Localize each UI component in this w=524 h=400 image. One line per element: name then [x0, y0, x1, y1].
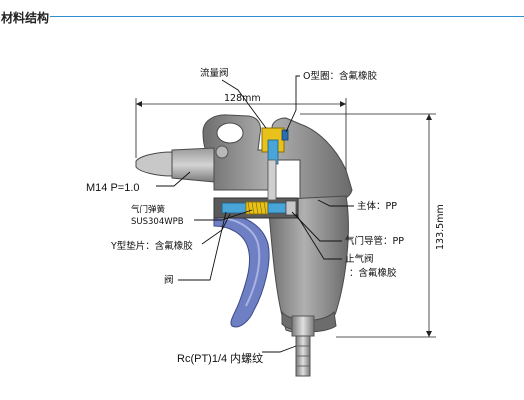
header-divider: [50, 16, 524, 17]
label-valve-spring: 气门弹簧: [131, 204, 166, 215]
label-check-valve: 止气阀: [345, 253, 374, 265]
trigger-inner: [217, 217, 261, 307]
label-y-gasket: Y型垫片：含氟橡胶: [110, 240, 193, 252]
width-dimension: 128mm: [135, 93, 347, 170]
label-o-ring: O型圈：含氟橡胶: [303, 70, 377, 82]
nozzle-tip: [135, 151, 173, 177]
hanger-hole: [216, 122, 244, 144]
inlet-fitting: [291, 315, 315, 377]
fitting-nut: [291, 315, 315, 337]
label-valve: 阀: [164, 274, 174, 286]
trigger-lever: [213, 213, 270, 328]
label-nozzle-thread: M14 P=1.0: [86, 182, 140, 194]
valve-stem: [221, 202, 247, 214]
valve-seat: [267, 202, 287, 214]
callouts: 流量阀 O型圈：含氟橡胶 M14 P=1.0 气门弹簧 SUS304WPB Y型…: [86, 67, 404, 365]
barrel-screw: [215, 145, 229, 159]
spring-coils: [247, 201, 267, 215]
label-spring-material: SUS304WPB: [131, 217, 184, 227]
width-label: 128mm: [224, 93, 261, 104]
section-title: 材料结构: [1, 11, 50, 25]
o-ring-part: [281, 129, 289, 141]
fitting-ridges: [296, 345, 310, 367]
flow-valve-assembly: [261, 127, 289, 201]
valve-cap: [285, 200, 297, 216]
height-dimension: 133.5mm: [300, 113, 446, 338]
label-inlet-thread: Rc(PT)1/4 内螺纹: [177, 351, 263, 365]
barrel: [171, 147, 215, 183]
label-flow-valve: 流量阀: [200, 67, 229, 79]
trigger: [213, 213, 270, 328]
guide-tube: [267, 159, 277, 201]
label-air-guide-tube: 气门导管：PP: [345, 235, 404, 247]
section-header: 材料结构: [0, 0, 524, 30]
valve-assembly: [213, 197, 299, 219]
height-label: 133.5mm: [435, 204, 446, 250]
label-check-valve-material: ：含氟橡胶: [349, 267, 397, 279]
label-body: 主体：PP: [357, 200, 397, 212]
